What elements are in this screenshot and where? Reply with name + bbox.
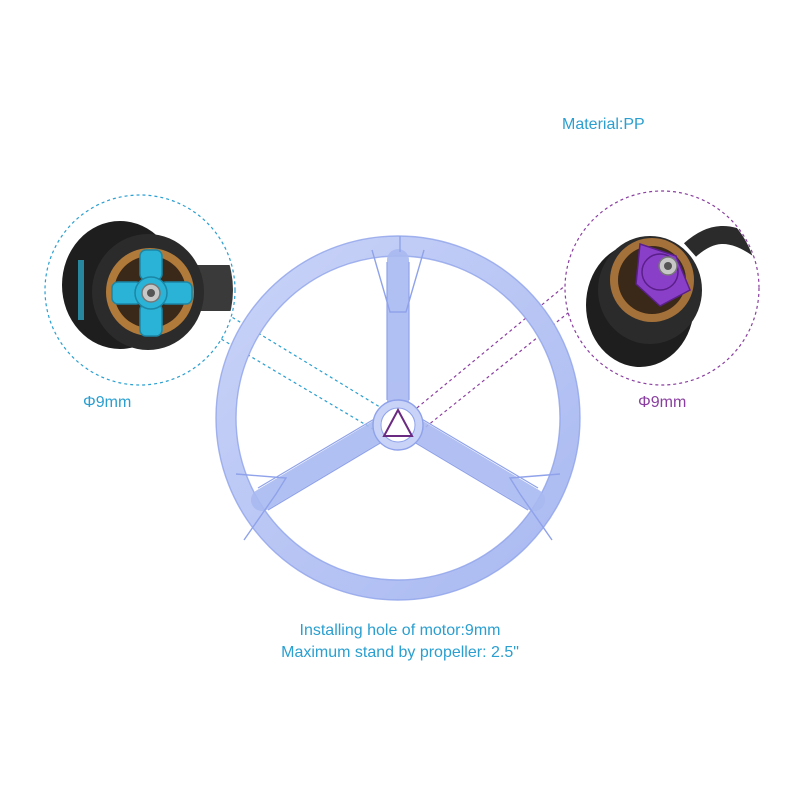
blue-motor-icon: [62, 221, 233, 350]
right-diameter-label: Φ9mm: [638, 394, 687, 411]
left-diameter-label: Φ9mm: [83, 394, 132, 411]
purple-motor-icon: [586, 226, 758, 367]
right-callout-lines: [411, 279, 579, 439]
material-label: Material:PP: [562, 116, 645, 133]
spec-text: Installing hole of motor:9mm Maximum sta…: [0, 620, 800, 664]
spec-line-hole: Installing hole of motor:9mm: [299, 622, 501, 639]
mount-triangle-icon: [382, 407, 414, 437]
spec-line-propeller: Maximum stand by propeller: 2.5": [281, 644, 519, 661]
left-callout: [44, 194, 236, 386]
right-callout: [564, 190, 760, 386]
prop-guard-icon: [215, 235, 581, 601]
left-callout-lines: [205, 304, 389, 439]
